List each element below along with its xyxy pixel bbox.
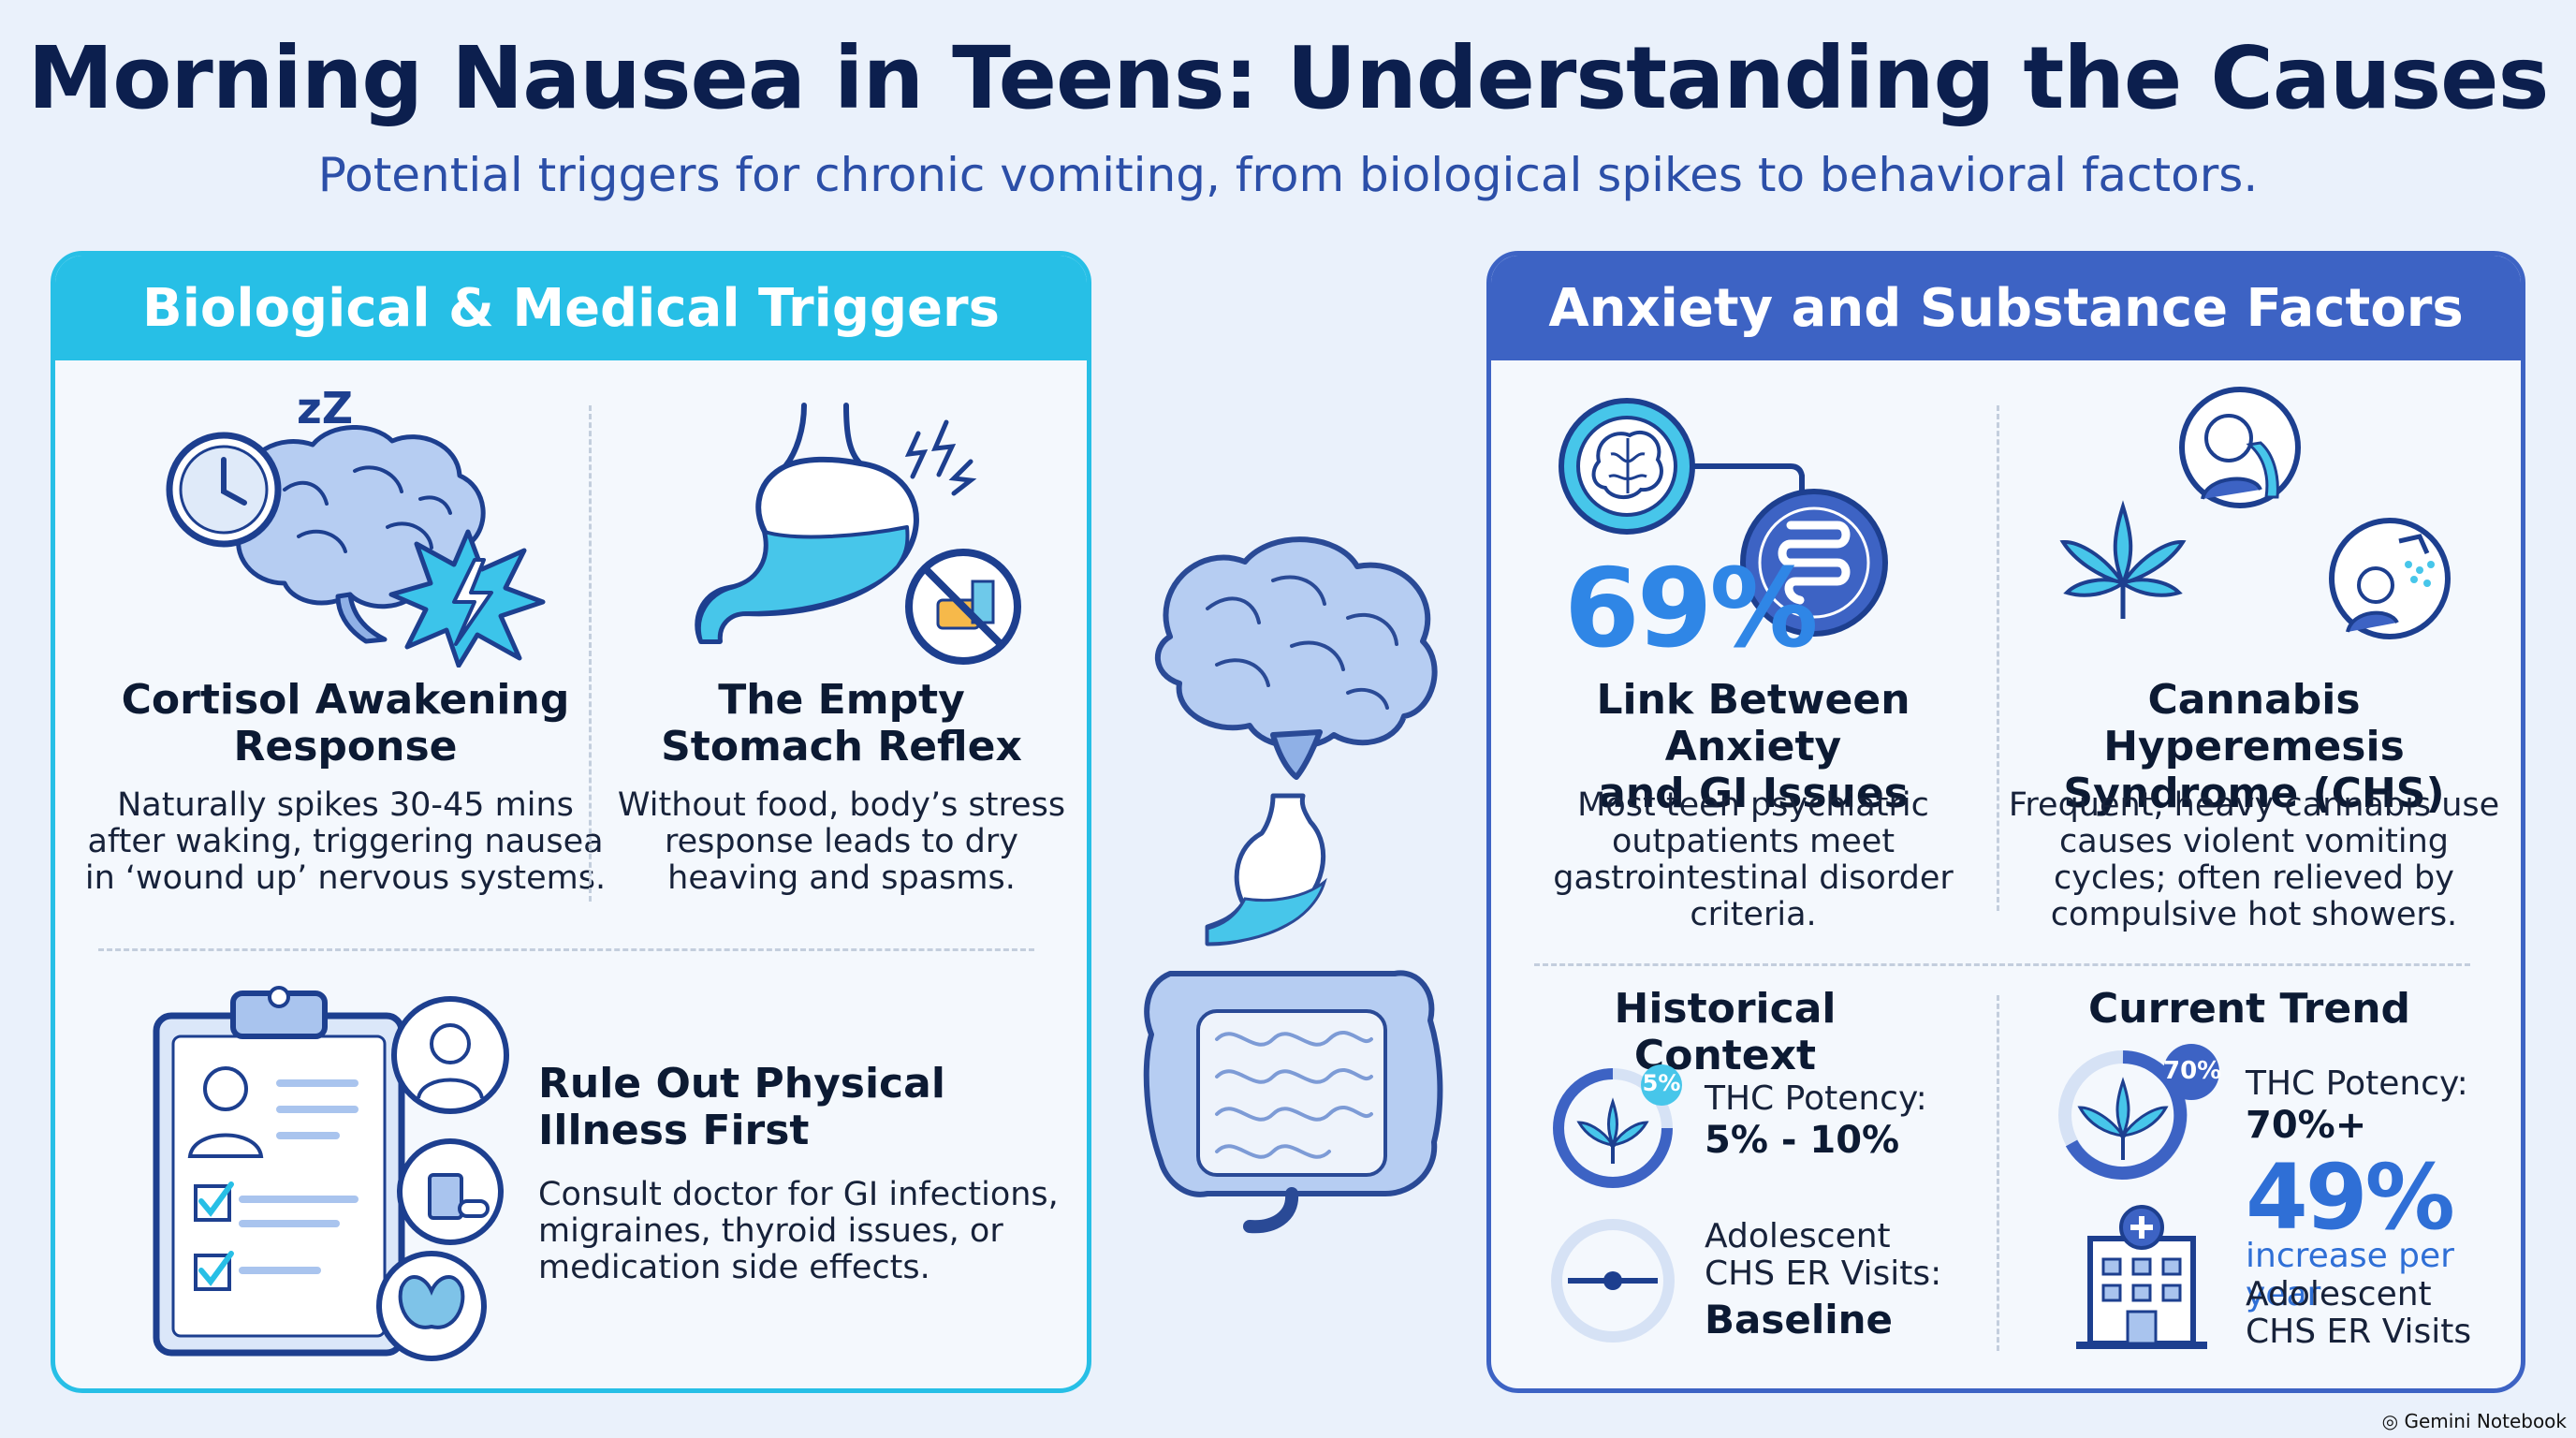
brain-gut-illustration	[1143, 536, 1443, 1234]
chs-body: Frequent, heavy cannabis use causes viol…	[2008, 786, 2500, 933]
anxiety-body: Most teen psychiatric outpatients meet g…	[1553, 786, 1954, 933]
page-title: Morning Nausea in Teens: Understanding t…	[27, 28, 2550, 128]
historical-potency-value: 5% - 10%	[1705, 1119, 1900, 1162]
sleep-zz-glyph: zZ	[297, 383, 354, 433]
current-potency-label: THC Potency:	[2246, 1064, 2468, 1103]
er-increase-label: increase per year	[2246, 1237, 2454, 1313]
page-subtitle: Potential triggers for chronic vomiting,…	[317, 148, 2259, 202]
current-potency-value: 70%+	[2246, 1104, 2367, 1147]
current-heading: Current Trend	[2087, 985, 2411, 1033]
brain-gut-link-icon	[1559, 398, 1888, 637]
chs-title: Cannabis Hyperemesis Syndrome (CHS)	[2063, 676, 2445, 817]
er-increase-percent: 49%	[2246, 1145, 2455, 1250]
biological-triggers-panel: Biological & Medical Triggers zZ Cortiso…	[51, 251, 1091, 1393]
divider-horizontal	[98, 948, 1034, 951]
notebook-logo-icon: ◎	[2381, 1410, 2399, 1432]
anxiety-substance-panel: Anxiety and Substance Factors 69% Link B…	[1486, 251, 2525, 1393]
clock-brain-icon	[166, 425, 486, 644]
panel-heading: Anxiety and Substance Factors	[1491, 256, 2521, 360]
historical-potency-label: THC Potency:	[1705, 1079, 1927, 1118]
stomach-no-food-icon	[695, 403, 1021, 665]
anxiety-title: Link Between Anxiety and GI Issues	[1596, 676, 1910, 817]
clipboard-doctor-icon	[153, 986, 509, 1361]
historical-badge: 5%	[1642, 1070, 1681, 1096]
divider-vertical	[589, 405, 592, 902]
cortisol-body: Naturally spikes 30-45 mins after waking…	[84, 786, 607, 897]
divider-horizontal	[1534, 963, 2470, 966]
historical-heading: Historical Context	[1614, 985, 1837, 1079]
historical-er-label: Adolescent CHS ER Visits:	[1705, 1217, 1942, 1293]
rule-out-body: Consult doctor for GI infections, migrai…	[538, 1176, 1059, 1286]
baseline-gauge-icon	[1551, 1219, 1675, 1343]
divider-vertical	[1997, 405, 1999, 911]
historical-er-value: Baseline	[1705, 1297, 1894, 1343]
cortisol-title: Cortisol Awakening Response	[121, 676, 570, 770]
hospital-icon	[2076, 1205, 2207, 1349]
anxiety-percent: 69%	[1564, 546, 1819, 672]
current-badge: 70%	[2163, 1057, 2222, 1085]
divider-vertical	[1997, 995, 1999, 1351]
brand-text: Gemini Notebook	[2404, 1410, 2567, 1432]
panel-heading: Biological & Medical Triggers	[55, 256, 1087, 360]
current-er-label: Adolescent CHS ER Visits	[2246, 1275, 2472, 1351]
empty-stomach-body: Without food, body’s stress response lea…	[617, 786, 1066, 897]
rule-out-title: Rule Out Physical Illness First	[538, 1060, 945, 1154]
footer-brand: ◎ Gemini Notebook	[2382, 1410, 2567, 1432]
empty-stomach-title: The Empty Stomach Reflex	[661, 676, 1022, 770]
spike-burst-icon	[388, 529, 546, 668]
historical-potency-ring	[1553, 1064, 1682, 1188]
cannabis-vomit-shower-icon	[2059, 387, 2451, 639]
current-potency-ring	[2058, 1044, 2219, 1180]
